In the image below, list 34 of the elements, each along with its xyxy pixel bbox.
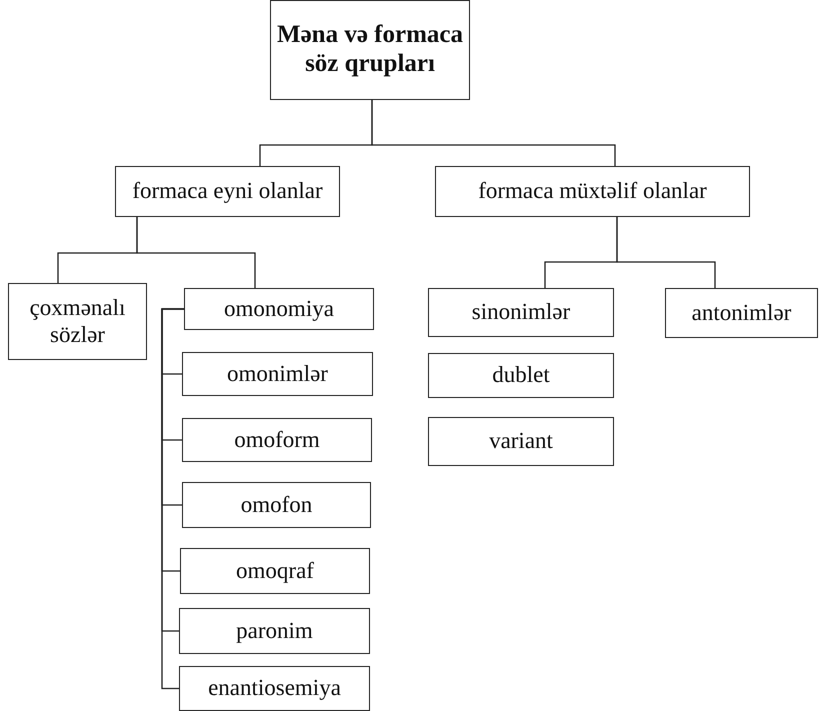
category-box [435, 166, 750, 217]
box-label: dublet [492, 362, 550, 389]
category-box [184, 288, 374, 330]
connector-line [136, 217, 256, 288]
box-label: omonimlər [227, 360, 328, 388]
box-label: antonimlər [692, 300, 792, 326]
category-box [182, 418, 372, 462]
connector-line [616, 217, 716, 288]
category-box [270, 0, 470, 100]
category-box [182, 352, 373, 396]
connector-line [161, 308, 184, 690]
box-label: sinonimlər [472, 299, 570, 326]
box-label: omoqraf [236, 558, 314, 584]
category-box [115, 166, 340, 217]
box-label: Məna və formaca söz qrupları [276, 21, 464, 79]
category-box [428, 417, 614, 466]
category-box [180, 548, 370, 594]
box-label: omofon [240, 492, 312, 518]
category-box [428, 353, 614, 398]
box-label: enantiosemiya [208, 675, 341, 702]
category-box [8, 283, 147, 360]
box-label: omoform [234, 426, 320, 454]
category-box [179, 666, 370, 711]
category-box [665, 288, 818, 338]
box-label: variant [489, 428, 553, 455]
box-label: çoxmənalı sözlər [28, 295, 126, 348]
box-label: omonomiya [224, 296, 334, 322]
box-label: formaca müxtəlif olanlar [478, 178, 707, 205]
category-box [428, 288, 614, 337]
box-label: formaca eyni olanlar [132, 178, 323, 205]
box-label: paronim [236, 618, 313, 644]
category-box [182, 482, 371, 528]
category-box [179, 608, 370, 654]
connector-line [371, 100, 616, 166]
